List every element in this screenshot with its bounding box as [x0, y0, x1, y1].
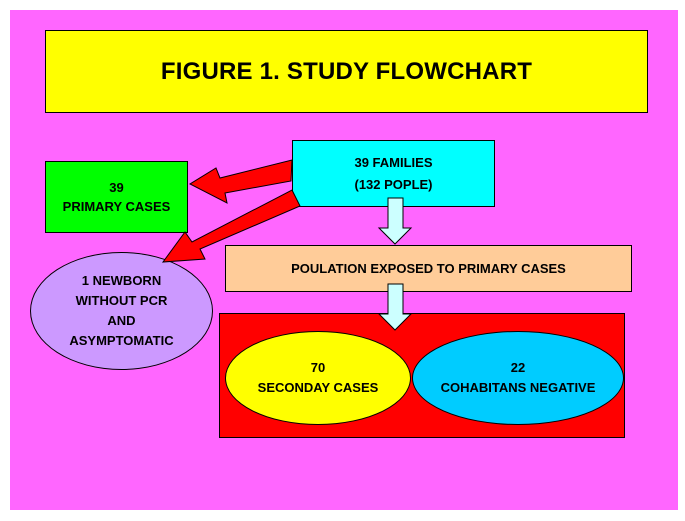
exposed-population-box: POULATION EXPOSED TO PRIMARY CASES [225, 245, 632, 292]
title-box: FIGURE 1. STUDY FLOWCHART [45, 30, 648, 113]
cohabitants-negative-ellipse: 22 COHABITANS NEGATIVE [412, 331, 624, 425]
figure-title: FIGURE 1. STUDY FLOWCHART [160, 57, 533, 85]
families-box: 39 FAMILIES (132 POPLE) [292, 140, 495, 207]
secondary-cases-ellipse: 70 SECONDAY CASES [225, 331, 411, 425]
newborn-ellipse: 1 NEWBORN WITHOUT PCR AND ASYMPTOMATIC [30, 252, 213, 370]
primary-cases-box: 39 PRIMARY CASES [45, 161, 188, 233]
